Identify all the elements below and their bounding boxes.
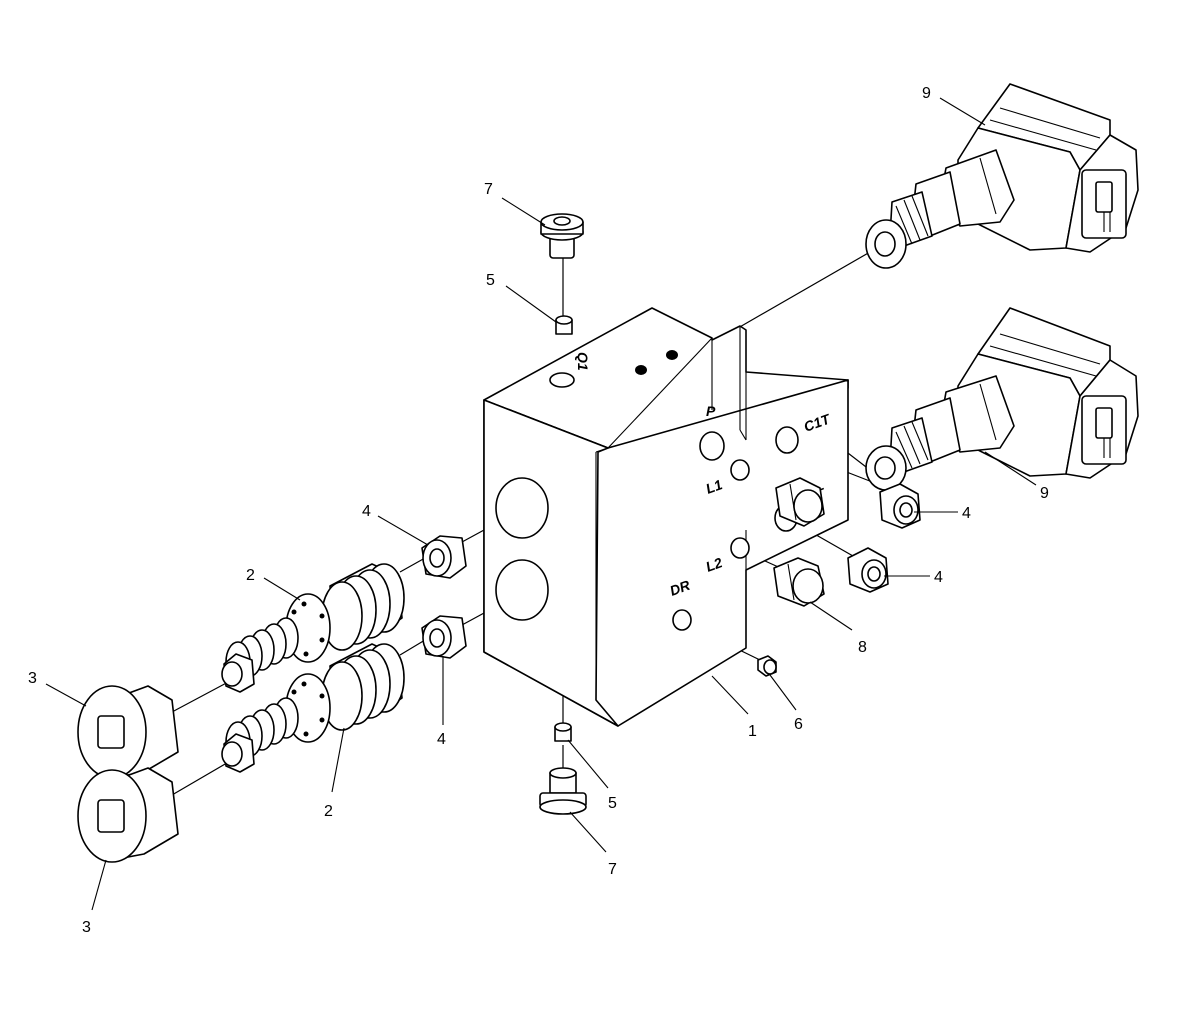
plug-right-upper <box>879 483 921 529</box>
plug-front <box>773 557 825 607</box>
solenoid-valve-upper <box>865 83 1139 269</box>
callout-plug-left-lower: 4 <box>437 731 446 748</box>
callout-plug-front: 8 <box>858 639 867 656</box>
cap-lower <box>77 767 179 863</box>
insert-top <box>555 315 573 335</box>
solenoid-valve-lower <box>865 307 1139 491</box>
callout-solenoid-upper: 9 <box>922 85 931 102</box>
callout-block: 1 <box>748 723 757 740</box>
callout-cap-lower: 3 <box>82 919 91 936</box>
callout-cartridge-upper: 2 <box>246 567 255 584</box>
plug-left-lower <box>421 615 467 659</box>
callout-plug-right-upper: 4 <box>962 505 971 522</box>
callout-solenoid-lower: 9 <box>1040 485 1049 502</box>
callout-cap-upper: 3 <box>28 670 37 687</box>
plug-t-port <box>775 477 825 527</box>
plug-left-upper <box>421 535 467 579</box>
callout-plug-bottom: 7 <box>608 861 617 878</box>
manifold-block: Q1 P C1T L1 T L2 DR <box>483 307 849 727</box>
port-label-dr: DR <box>668 577 693 599</box>
callout-insert-top: 5 <box>486 272 495 289</box>
port-label-q1: Q1 <box>575 352 591 371</box>
plug-bottom <box>539 767 587 815</box>
cartridge-upper <box>221 563 405 693</box>
port-label-l2: L2 <box>704 554 725 575</box>
port-label-p: P <box>706 403 716 419</box>
callout-insert-bottom: 5 <box>608 795 617 812</box>
insert-bottom <box>554 722 572 742</box>
callout-plug-left-upper: 4 <box>362 503 371 520</box>
plug-right-lower <box>847 547 889 593</box>
callouts: 9 9 7 5 4 4 4 4 8 6 1 5 7 <box>28 85 1049 936</box>
cap-upper <box>77 685 179 779</box>
callout-small-plug: 6 <box>794 716 803 733</box>
plug-top <box>540 213 584 259</box>
port-label-l1: L1 <box>704 476 725 497</box>
small-plug <box>757 655 777 677</box>
callout-plug-top: 7 <box>484 181 493 198</box>
callout-plug-right-lower: 4 <box>934 569 943 586</box>
callout-cartridge-lower: 2 <box>324 803 333 820</box>
cartridge-lower <box>221 643 405 773</box>
